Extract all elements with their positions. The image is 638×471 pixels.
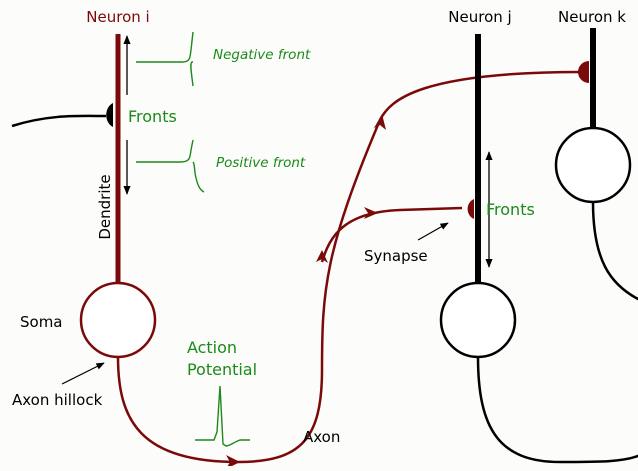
synapse-on-neuron-i: [106, 103, 113, 127]
neuron-j-soma: [439, 281, 517, 359]
synapse-on-neuron-k: [578, 61, 589, 83]
label-neuron-j: Neuron j: [448, 8, 511, 26]
axon-hillock-pointer: [61, 362, 105, 385]
label-neuron-k: Neuron k: [558, 8, 626, 26]
label-axon: Axon: [303, 428, 340, 446]
label-neuron-i: Neuron i: [86, 8, 149, 26]
neuron-i-axon: [116, 70, 583, 464]
action-potential-waveform: [195, 385, 250, 447]
neuron-i-soma: [79, 281, 157, 359]
label-fronts-neuron-i: Fronts: [128, 107, 177, 126]
synapse-pointer: [417, 222, 449, 241]
axon-direction-arrow-3: [374, 114, 386, 130]
positive-front-waveform: [136, 139, 205, 193]
label-positive-front: Positive front: [216, 155, 306, 171]
label-negative-front: Negative front: [213, 47, 311, 63]
label-axon-hillock: Axon hillock: [12, 391, 103, 409]
axon-direction-arrow-4: [364, 207, 378, 219]
label-synapse: Synapse: [364, 247, 428, 265]
neuron-k-soma: [554, 126, 632, 204]
label-soma: Soma: [20, 313, 63, 331]
synapse-on-neuron-j: [467, 199, 474, 219]
axon-branch-to-neuron-j: [320, 206, 463, 263]
label-action-potential-1: Action: [187, 338, 237, 357]
negative-front-waveform: [136, 31, 194, 87]
label-fronts-neuron-j: Fronts: [486, 200, 535, 219]
label-dendrite: Dendrite: [96, 174, 114, 239]
axon-direction-arrow-2: [316, 250, 328, 263]
incoming-axon: [11, 114, 107, 128]
neuron-k-axon: [591, 201, 638, 301]
label-action-potential-2: Potential: [187, 360, 257, 379]
neuron-j-axon: [476, 356, 638, 464]
axon-direction-arrow-1: [226, 455, 240, 469]
